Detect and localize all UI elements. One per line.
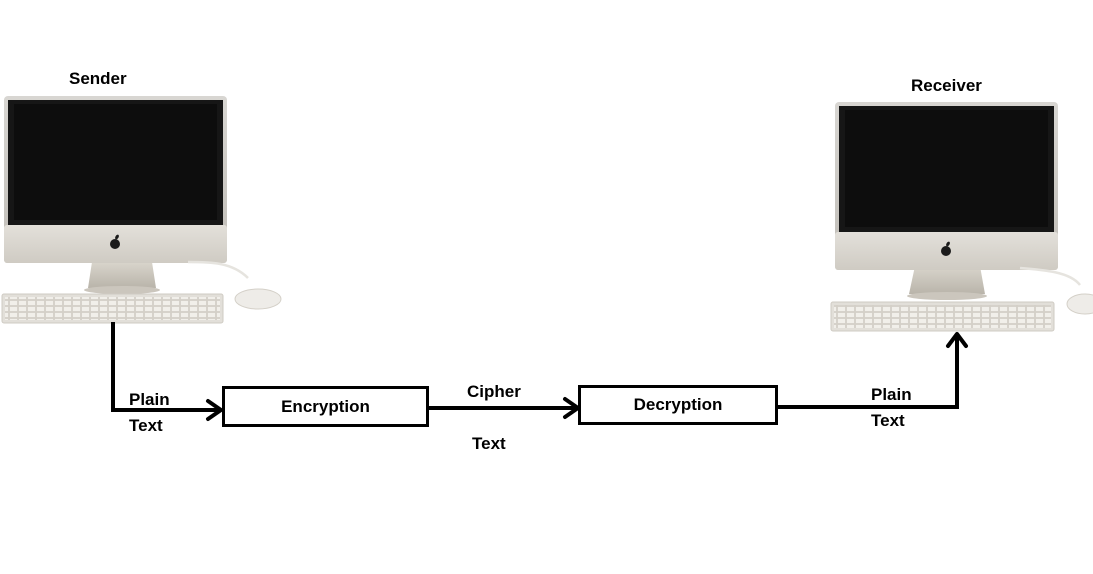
cipher-text-line1: Cipher [467,382,521,401]
encryption-box: Encryption [222,386,429,427]
arrow-plaintext-to-encryption [111,322,223,421]
receiver-computer-icon [830,102,1093,332]
encryption-label: Encryption [281,396,370,416]
decryption-box: Decryption [578,385,778,425]
arrow-ciphertext-to-decryption [428,397,580,419]
sender-computer-icon [1,96,282,324]
cipher-text-line2: Text [472,434,506,453]
arrow-plaintext-to-receiver [777,332,968,409]
sender-label: Sender [69,69,127,88]
receiver-label: Receiver [911,76,982,95]
decryption-label: Decryption [633,395,723,414]
plain-text-out-line1: Plain [871,385,912,404]
plain-text-out-line2: Text [871,411,905,430]
plain-text-in-line1: Plain [129,390,170,409]
plain-text-in-line2: Text [129,416,163,435]
